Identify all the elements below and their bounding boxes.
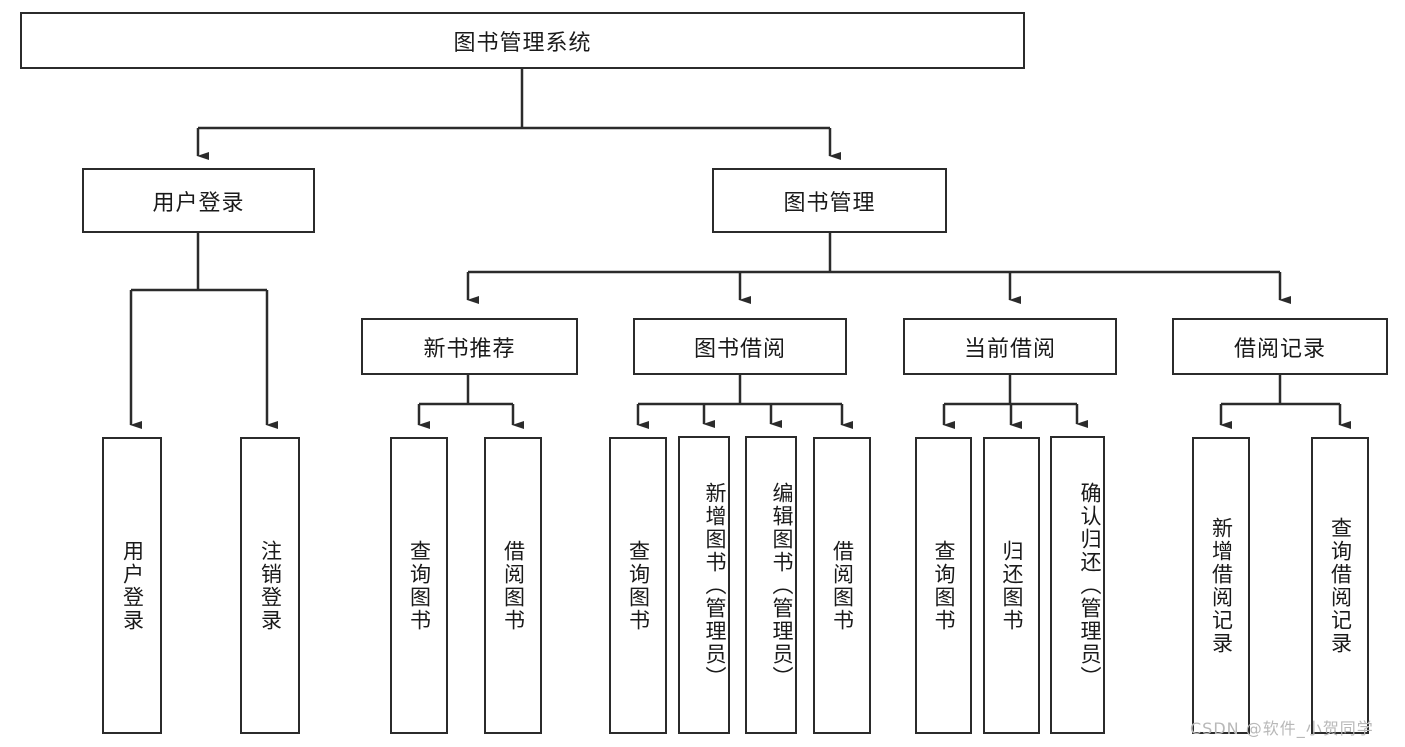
- node-book-borrow[interactable]: 图书借阅: [633, 318, 847, 375]
- leaf-recommend-query-book[interactable]: 查询图书: [390, 437, 448, 734]
- leaf-label: 确认归还（管理员）: [1078, 481, 1102, 689]
- leaf-user-login-signout[interactable]: 注销登录: [240, 437, 300, 734]
- leaf-current-query-book[interactable]: 查询图书: [915, 437, 972, 734]
- watermark: CSDN @软件_小贺同学: [1190, 719, 1374, 738]
- leaf-record-add-record[interactable]: 新增借阅记录: [1192, 437, 1250, 734]
- leaf-label: 查询借阅记录: [1328, 516, 1353, 655]
- leaf-borrow-borrow-book[interactable]: 借阅图书: [813, 437, 871, 734]
- leaf-label: 注销登录: [258, 539, 283, 632]
- node-new-book-recommend[interactable]: 新书推荐: [361, 318, 578, 375]
- node-book-management[interactable]: 图书管理: [712, 168, 947, 233]
- node-current-borrow[interactable]: 当前借阅: [903, 318, 1117, 375]
- leaf-label: 查询图书: [931, 539, 956, 632]
- leaf-borrow-query-book[interactable]: 查询图书: [609, 437, 667, 734]
- node-borrow-record[interactable]: 借阅记录: [1172, 318, 1388, 375]
- leaf-label: 归还图书: [999, 539, 1024, 632]
- leaf-borrow-edit-book-admin[interactable]: 编辑图书（管理员）: [745, 436, 797, 734]
- leaf-label: 借阅图书: [501, 539, 526, 632]
- leaf-recommend-borrow-book[interactable]: 借阅图书: [484, 437, 542, 734]
- leaf-label: 用户登录: [120, 539, 145, 632]
- leaf-user-login-signin[interactable]: 用户登录: [102, 437, 162, 734]
- leaf-label: 查询图书: [407, 539, 432, 632]
- leaf-label: 借阅图书: [830, 539, 855, 632]
- node-root-system[interactable]: 图书管理系统: [20, 12, 1025, 69]
- leaf-current-return-book[interactable]: 归还图书: [983, 437, 1040, 734]
- leaf-label: 编辑图书（管理员）: [770, 481, 794, 689]
- leaf-label: 新增图书（管理员）: [703, 481, 727, 689]
- node-user-login[interactable]: 用户登录: [82, 168, 315, 233]
- leaf-record-query-record[interactable]: 查询借阅记录: [1311, 437, 1369, 734]
- leaf-borrow-add-book-admin[interactable]: 新增图书（管理员）: [678, 436, 730, 734]
- leaf-current-confirm-return-admin[interactable]: 确认归还（管理员）: [1050, 436, 1105, 734]
- leaf-label: 查询图书: [626, 539, 651, 632]
- leaf-label: 新增借阅记录: [1209, 516, 1234, 655]
